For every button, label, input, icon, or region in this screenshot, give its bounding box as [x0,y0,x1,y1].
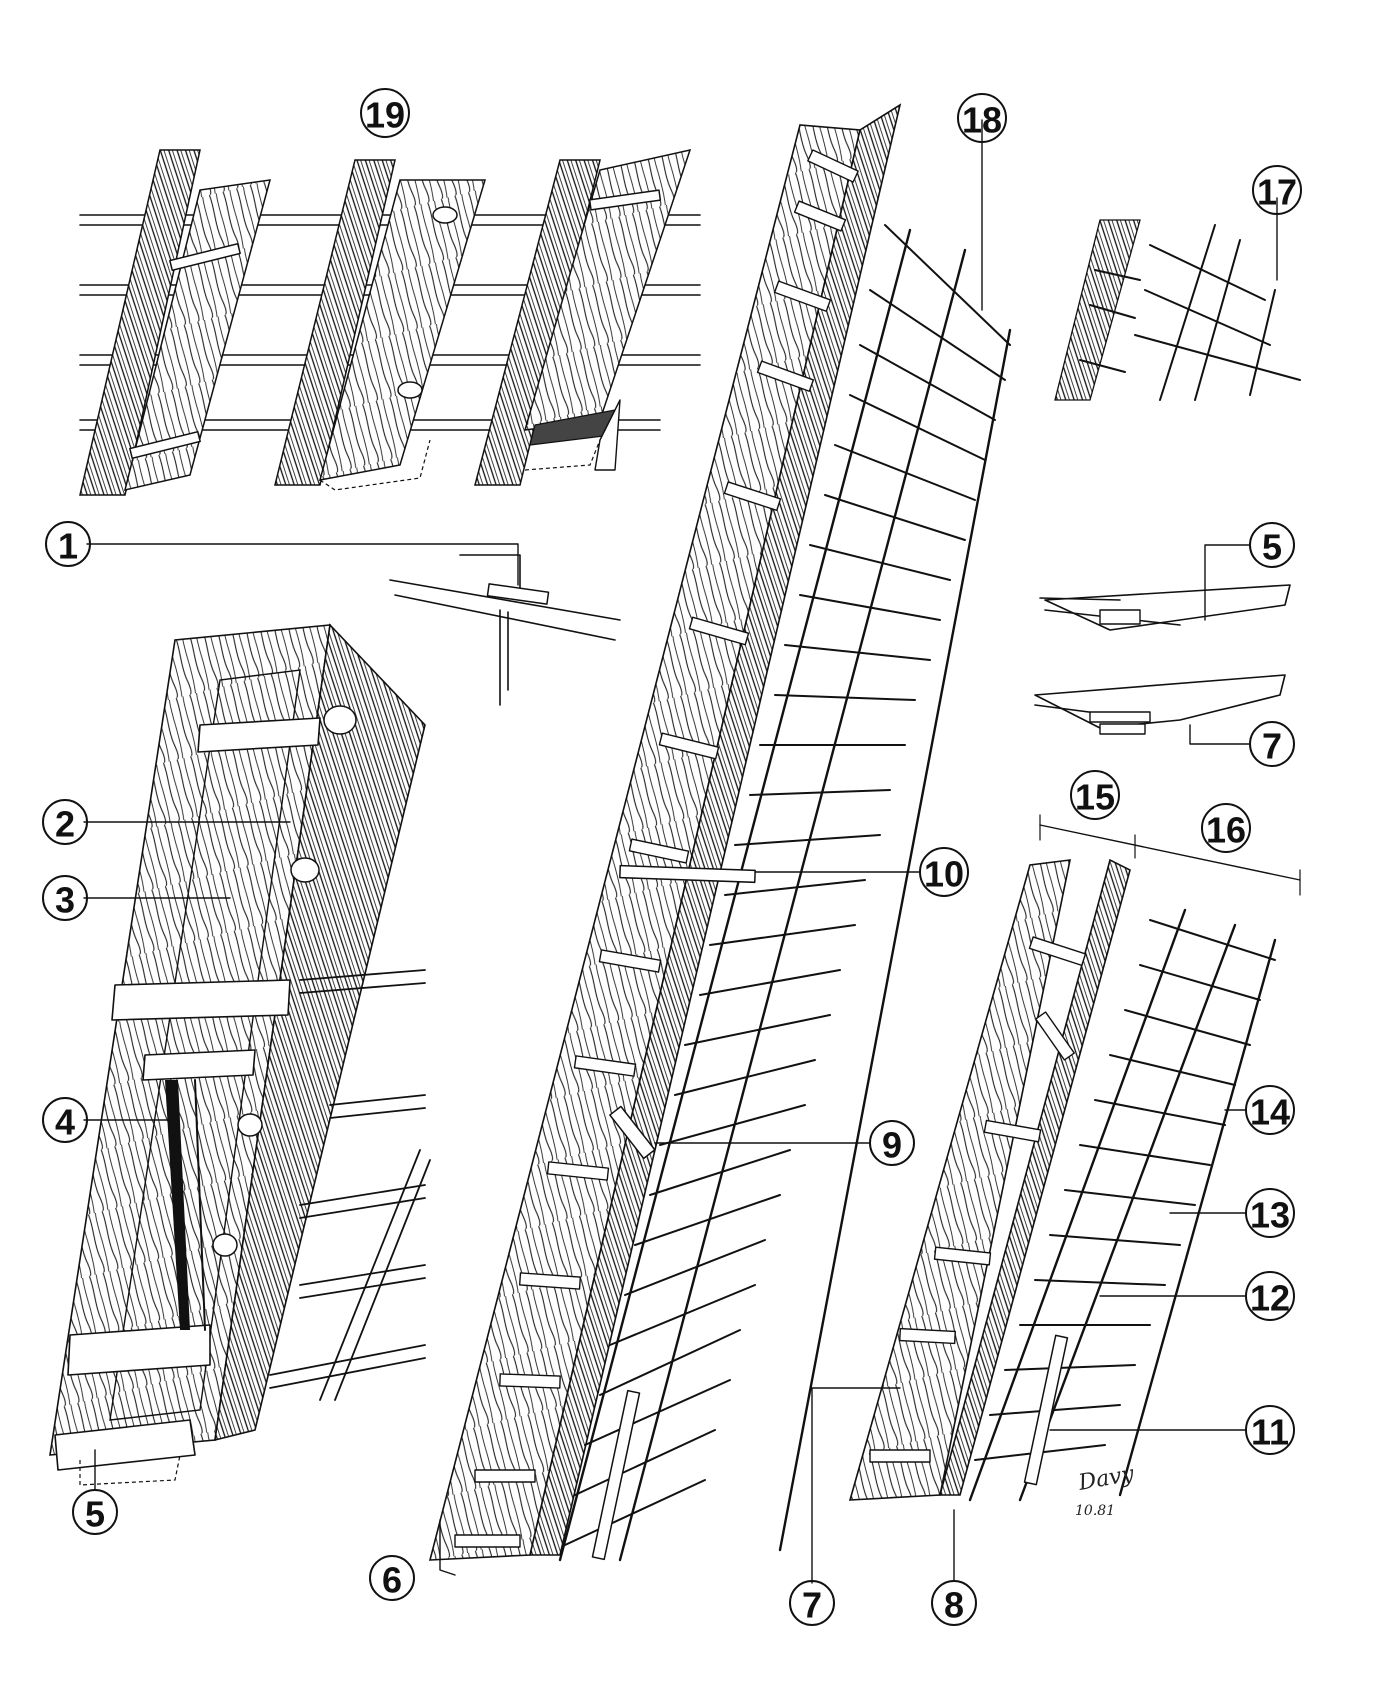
svg-text:5: 5 [85,1494,105,1535]
callout-6: 6 [369,1555,415,1601]
section-5 [1039,584,1291,631]
svg-text:19: 19 [365,95,405,136]
svg-text:6: 6 [382,1560,402,1601]
callout-14: 14 [1245,1085,1295,1135]
svg-text:5: 5 [1262,527,1282,568]
svg-text:16: 16 [1206,810,1246,851]
callout-7-bottom: 7 [789,1580,835,1626]
whip-closeup [49,623,431,1486]
callout-9: 9 [869,1120,915,1166]
callout-10: 10 [919,847,969,897]
svg-text:10: 10 [924,854,964,895]
callout-17: 17 [1252,165,1302,215]
shutter-details-19 [79,148,701,496]
artist-signature: Davy 10.81 [1075,1462,1136,1519]
callout-12: 12 [1245,1271,1295,1321]
callout-5-left: 5 [72,1489,118,1535]
svg-text:4: 4 [55,1102,75,1143]
svg-text:11: 11 [1251,1412,1289,1453]
svg-text:Davy: Davy [1076,1462,1137,1497]
svg-text:2: 2 [55,804,75,845]
svg-text:7: 7 [802,1585,822,1626]
svg-text:14: 14 [1250,1092,1290,1133]
svg-text:15: 15 [1075,777,1115,818]
lattice-detail-17 [1054,219,1301,401]
svg-text:3: 3 [55,880,75,921]
section-details [1034,584,1291,735]
shutter-closed [79,149,272,496]
callout-18: 18 [957,93,1007,143]
shutter-open [474,148,692,486]
svg-text:13: 13 [1250,1195,1290,1236]
callout-11: 11 [1245,1405,1295,1455]
callout-16: 16 [1201,803,1251,853]
callouts: 1 2 3 4 5 5 6 7 7 8 9 10 11 12 13 14 15 … [42,88,1302,1626]
svg-text:17: 17 [1257,172,1297,213]
callout-3: 3 [42,875,88,921]
svg-text:9: 9 [882,1125,902,1166]
callout-5-right: 5 [1249,522,1295,568]
section-7 [1034,674,1286,735]
callout-4: 4 [42,1097,88,1143]
svg-text:12: 12 [1250,1278,1290,1319]
svg-text:18: 18 [962,100,1002,141]
callout-8: 8 [931,1580,977,1626]
bracket-detail-1 [389,554,621,706]
callout-1: 1 [45,521,91,567]
callout-15: 15 [1070,770,1120,820]
callout-19: 19 [360,88,410,138]
svg-text:8: 8 [944,1585,964,1626]
svg-text:10.81: 10.81 [1075,1503,1115,1519]
full-sail [428,103,1012,1562]
leader-lines [83,119,1278,1584]
shutter-half-open [274,159,487,491]
svg-text:1: 1 [58,526,78,567]
callout-7-right: 7 [1249,721,1295,767]
callout-2: 2 [42,799,88,845]
sail-section [848,814,1301,1502]
svg-text:7: 7 [1262,726,1282,767]
callout-13: 13 [1245,1188,1295,1238]
